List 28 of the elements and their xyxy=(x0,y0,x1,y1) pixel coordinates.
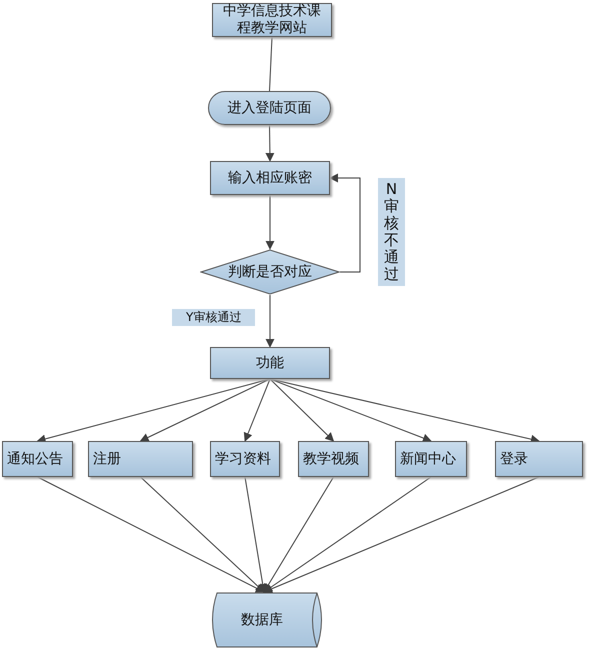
process-box: 登录 xyxy=(495,441,583,477)
arrow xyxy=(37,476,265,592)
process-box: 学习资料 xyxy=(210,441,280,477)
arrow xyxy=(244,378,270,442)
edge-label: Y审核通过 xyxy=(172,309,256,326)
arrow xyxy=(266,294,274,348)
process-box: 新闻中心 xyxy=(395,441,467,477)
process-box: 注册 xyxy=(88,441,193,477)
arrow xyxy=(329,174,360,272)
edge-label: N审核不通过 xyxy=(378,178,405,286)
arrow xyxy=(266,194,274,250)
arrow xyxy=(265,124,274,162)
arrow xyxy=(36,378,270,444)
process-box: 输入相应账密 xyxy=(210,161,330,195)
arrow xyxy=(270,378,334,442)
arrow xyxy=(263,476,540,594)
terminal-box: 进入登陆页面 xyxy=(208,91,331,125)
arrow xyxy=(270,378,540,444)
connector-line xyxy=(269,36,272,92)
arrow xyxy=(270,378,432,442)
arrow xyxy=(140,378,270,442)
arrow xyxy=(140,476,265,593)
arrow xyxy=(244,476,268,593)
process-box: 教学视频 xyxy=(298,441,369,477)
decision-diamond: 判断是否对应 xyxy=(200,249,340,295)
title-box: 中学信息技术课程教学网站 xyxy=(212,3,332,37)
process-box: 功能 xyxy=(210,347,330,379)
process-box: 通知公告 xyxy=(2,441,73,477)
